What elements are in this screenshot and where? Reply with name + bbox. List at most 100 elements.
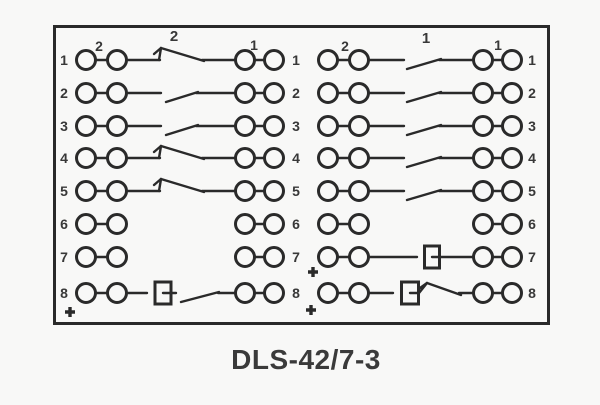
terminal-circle [348,115,370,137]
terminal-circle [472,147,494,169]
terminal-circle [472,115,494,137]
terminal-circle [263,282,285,304]
contact-group-label: 1 [422,30,430,47]
terminal-number-left: 8 [60,285,68,301]
contact-hook [157,144,163,160]
terminal-circle [263,180,285,202]
terminal-circle [317,49,339,71]
terminal-circle [317,115,339,137]
terminal-circle [317,282,339,304]
contact-blade [405,155,443,169]
terminal-circle [263,82,285,104]
terminal-number-center: 3 [292,118,300,134]
terminal-number-left: 4 [60,150,68,166]
terminal-number-center: 2 [292,85,300,101]
terminal-circle [472,49,494,71]
terminal-number-right: 3 [528,118,536,134]
diagram-border [53,25,550,325]
terminal-circle [75,115,97,137]
contact-blade [405,188,443,202]
terminal-circle [263,213,285,235]
terminal-circle [472,82,494,104]
contact-blade [159,177,206,194]
terminal-circle [317,213,339,235]
terminal-circle [106,147,128,169]
contact-hook-barb [152,177,163,187]
model-label: DLS-42/7-3 [231,344,381,375]
terminal-number-center: 7 [292,249,300,265]
contact-blade [425,281,463,297]
polarity-plus-mark [306,305,316,315]
terminal-circle [106,282,128,304]
terminal-circle [106,49,128,71]
contact-hook-barb [418,281,429,290]
terminal-circle [263,49,285,71]
terminal-circle [75,213,97,235]
terminal-circle [234,49,256,71]
terminal-circle [75,180,97,202]
terminal-circle [501,246,523,268]
contact-group-label: 1 [494,37,502,53]
contact-blade [159,46,206,63]
polarity-plus-mark [65,307,75,317]
terminal-circle [106,180,128,202]
contact-blade [179,290,221,304]
terminal-circle [501,213,523,235]
terminal-number-left: 1 [60,52,68,68]
terminal-number-right: 1 [528,52,536,68]
terminal-circle [501,82,523,104]
terminal-circle [263,246,285,268]
terminal-circle [234,213,256,235]
terminal-circle [317,82,339,104]
terminal-circle [501,282,523,304]
terminal-circle [348,82,370,104]
terminal-circle [234,147,256,169]
terminal-circle [106,246,128,268]
contact-blade [405,57,443,71]
terminal-circle [501,147,523,169]
contact-group-label: 1 [250,37,258,53]
terminal-circle [501,115,523,137]
terminal-number-center: 6 [292,216,300,232]
terminal-circle [263,147,285,169]
contact-blade [405,123,443,137]
terminal-circle [75,147,97,169]
terminal-circle [234,246,256,268]
contact-hook-barb [152,46,163,56]
terminal-circle [317,180,339,202]
terminal-circle [263,115,285,137]
terminal-circle [75,82,97,104]
terminal-circle [234,180,256,202]
terminal-number-left: 7 [60,249,68,265]
contact-hook [157,177,163,193]
terminal-circle [348,49,370,71]
contact-group-label: 2 [95,38,103,54]
terminal-circle [234,82,256,104]
terminal-circle [106,115,128,137]
terminal-circle [348,246,370,268]
polarity-plus-mark [308,267,318,277]
terminal-circle [348,147,370,169]
terminal-circle [348,213,370,235]
terminal-number-right: 8 [528,285,536,301]
terminal-number-right: 5 [528,183,536,199]
terminal-circle [317,147,339,169]
terminal-circle [106,82,128,104]
terminal-number-center: 5 [292,183,300,199]
contact-blade [405,90,443,104]
terminal-circle [234,282,256,304]
contact-hook [157,46,163,62]
terminal-number-right: 7 [528,249,536,265]
terminal-circle [234,115,256,137]
terminal-circle [75,246,97,268]
contact-blade [159,144,206,161]
terminal-circle [472,282,494,304]
terminal-number-center: 1 [292,52,300,68]
terminal-circle [317,246,339,268]
terminal-circle [75,282,97,304]
terminal-circle [472,246,494,268]
terminal-number-left: 6 [60,216,68,232]
contact-hook-barb [152,144,163,154]
